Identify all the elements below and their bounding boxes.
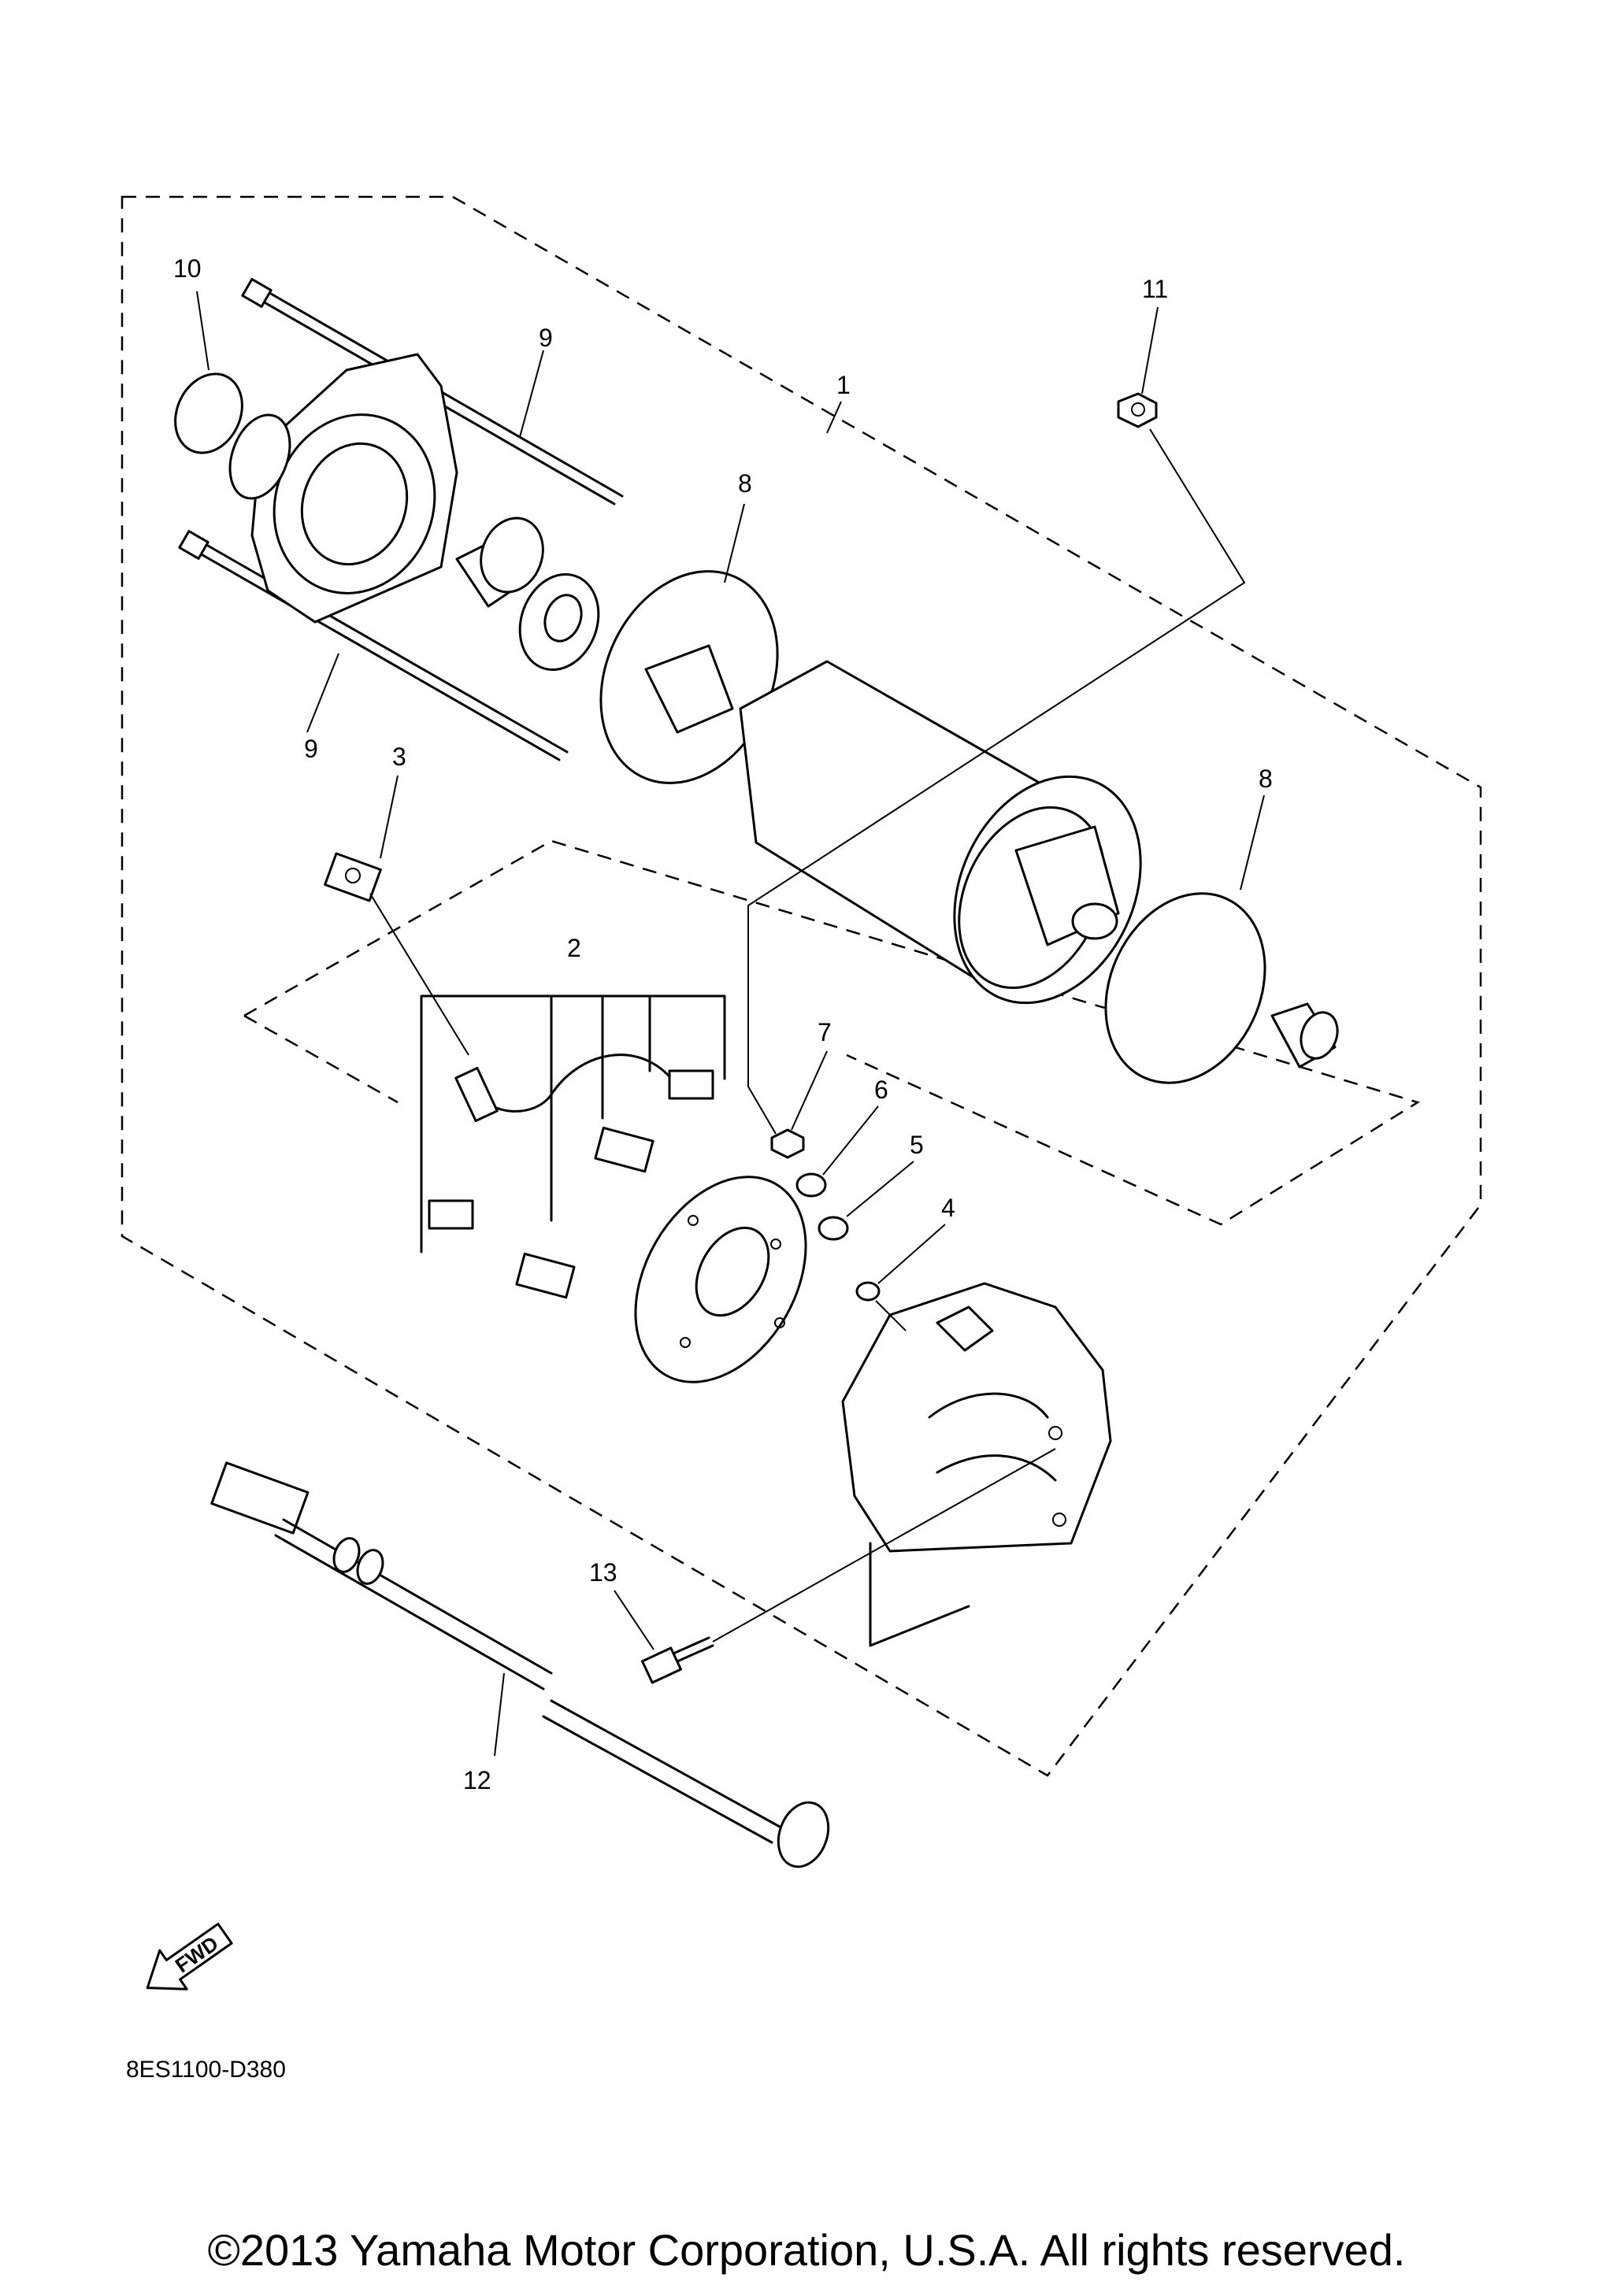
oil-seal bbox=[518, 572, 600, 672]
washer-5 bbox=[818, 1216, 849, 1241]
needle-bearing bbox=[455, 517, 544, 608]
bushing bbox=[1270, 1002, 1339, 1068]
callout-3: 3 bbox=[392, 742, 406, 771]
callout-13: 13 bbox=[589, 1558, 617, 1587]
bolt-13-axis bbox=[712, 1448, 1056, 1642]
callout-7: 7 bbox=[818, 1018, 832, 1046]
callout-8-lower: 8 bbox=[1259, 765, 1273, 793]
brush-plane-outline-left bbox=[243, 1014, 399, 1104]
callout-9-upper: 9 bbox=[539, 324, 553, 352]
callout-11: 11 bbox=[1142, 275, 1168, 303]
assembly-boundary bbox=[121, 195, 1482, 1777]
callout-10: 10 bbox=[173, 254, 202, 283]
leader-lines bbox=[196, 291, 1265, 1757]
drawing-code: 8ES1100-D380 bbox=[126, 2057, 286, 2083]
front-cover bbox=[228, 353, 458, 624]
nut-3 bbox=[324, 852, 382, 902]
callout-4: 4 bbox=[941, 1194, 955, 1222]
starter-yoke bbox=[644, 644, 1142, 1005]
o-ring-8-lower bbox=[1104, 892, 1266, 1084]
callout-12: 12 bbox=[463, 1766, 491, 1794]
washer-6 bbox=[795, 1172, 827, 1198]
callout-1: 1 bbox=[836, 371, 851, 399]
brush-plane-outline bbox=[243, 839, 1421, 1226]
callout-8-upper: 8 bbox=[738, 469, 752, 498]
callout-2: 2 bbox=[567, 934, 581, 962]
nut-11 bbox=[1117, 392, 1158, 428]
o-ring-10 bbox=[174, 372, 243, 454]
copyright-notice: ©2013 Yamaha Motor Corporation, U.S.A. A… bbox=[207, 2225, 1406, 2275]
callout-6: 6 bbox=[874, 1076, 888, 1104]
brush-plate bbox=[634, 1176, 807, 1383]
rear-cover bbox=[841, 1282, 1112, 1553]
nut-7 bbox=[770, 1128, 805, 1159]
starter-lead-wire bbox=[210, 1461, 830, 1868]
callout-5: 5 bbox=[910, 1131, 924, 1159]
brush-holder-set bbox=[420, 994, 726, 1299]
fwd-arrow-icon: FWD bbox=[146, 1922, 233, 1990]
bolt-13 bbox=[641, 1636, 714, 1684]
callout-9-lower: 9 bbox=[304, 735, 318, 763]
o-ring-4 bbox=[855, 1281, 881, 1302]
through-bolt-lower bbox=[178, 530, 569, 761]
rear-cover-bracket-line bbox=[869, 1542, 970, 1647]
